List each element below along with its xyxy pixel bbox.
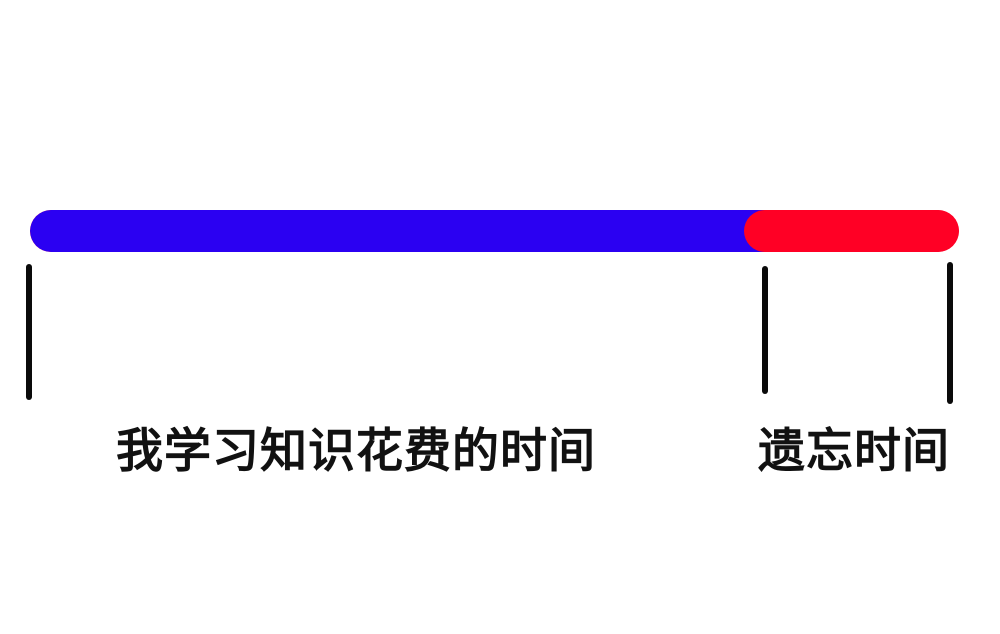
learning-time-label: 我学习知识花费的时间 (116, 424, 596, 479)
learning-time-segment (30, 210, 764, 252)
timeline-bar (30, 210, 959, 252)
middle-tick (762, 266, 768, 394)
forgetting-time-segment (743, 210, 959, 252)
forgetting-time-label: 遗忘时间 (758, 424, 950, 479)
end-tick (947, 262, 953, 404)
start-tick (26, 264, 32, 400)
